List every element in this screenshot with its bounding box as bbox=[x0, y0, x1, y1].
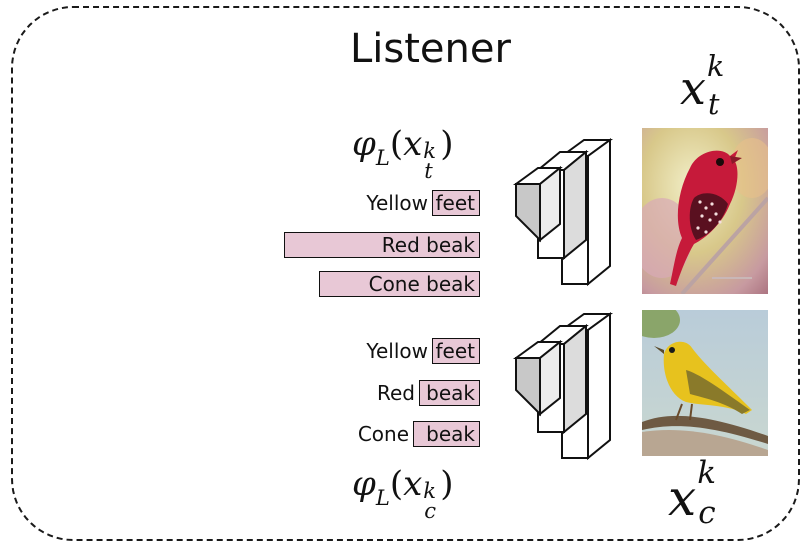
target-attr-row: Cone beak bbox=[200, 271, 480, 297]
phi-t-func: φ bbox=[352, 124, 376, 164]
target-attr-boxed: Red beak bbox=[381, 233, 475, 257]
x-t-sup: k bbox=[706, 50, 725, 83]
candidate-attr-plain: Cone bbox=[357, 422, 409, 446]
target-attr-plain: Yellow bbox=[366, 191, 428, 215]
target-attr-boxed: feet bbox=[435, 191, 476, 215]
yellow-bird-image bbox=[642, 310, 768, 456]
candidate-attr-plain: Red bbox=[377, 381, 415, 405]
candidate-attr-plain: Yellow bbox=[366, 339, 428, 363]
candidate-cnn-icon bbox=[512, 312, 614, 461]
candidate-attr-bar: beak bbox=[419, 380, 480, 406]
target-attr-row: Red beak bbox=[200, 232, 480, 258]
candidate-attr-boxed: beak bbox=[426, 422, 475, 446]
phi-t-sub: t bbox=[424, 158, 433, 183]
target-attr-bar: Cone beak bbox=[319, 271, 480, 297]
phi-t-arg: x bbox=[403, 124, 423, 164]
target-attr-bar: feet bbox=[432, 190, 480, 216]
phi-t-func-sub: L bbox=[375, 145, 390, 170]
candidate-attr-bar: feet bbox=[432, 338, 480, 364]
target-attr-boxed: Cone beak bbox=[368, 272, 475, 296]
candidate-image-label: x k c bbox=[668, 455, 716, 531]
listener-frame bbox=[11, 6, 800, 541]
candidate-attr-row: beak Red bbox=[200, 380, 480, 406]
x-t-sub: t bbox=[707, 88, 720, 121]
phi-c-func: φ bbox=[352, 464, 376, 504]
target-attr-row: feet Yellow bbox=[200, 190, 480, 216]
target-attr-bar: Red beak bbox=[284, 232, 480, 258]
x-t-base: x bbox=[680, 61, 706, 115]
target-image-label: x k t bbox=[680, 50, 724, 121]
red-bird-image bbox=[642, 128, 768, 294]
candidate-attr-row: beak Cone bbox=[200, 421, 480, 447]
candidate-attr-boxed: feet bbox=[435, 339, 476, 363]
phi-c-sup: k bbox=[423, 478, 437, 503]
target-cnn-icon bbox=[512, 138, 614, 287]
candidate-attr-boxed: beak bbox=[426, 381, 475, 405]
listener-title: Listener bbox=[350, 26, 511, 72]
phi-c-arg: x bbox=[403, 464, 423, 504]
phi-c-sub: c bbox=[424, 498, 437, 523]
x-c-sub: c bbox=[698, 495, 716, 531]
phi-t-sup: k bbox=[423, 138, 437, 163]
candidate-attr-bar: beak bbox=[413, 421, 480, 447]
phi-c-func-sub: L bbox=[375, 485, 390, 510]
x-c-sup: k bbox=[697, 455, 716, 491]
x-c-base: x bbox=[668, 469, 697, 527]
candidate-attr-row: feet Yellow bbox=[200, 338, 480, 364]
